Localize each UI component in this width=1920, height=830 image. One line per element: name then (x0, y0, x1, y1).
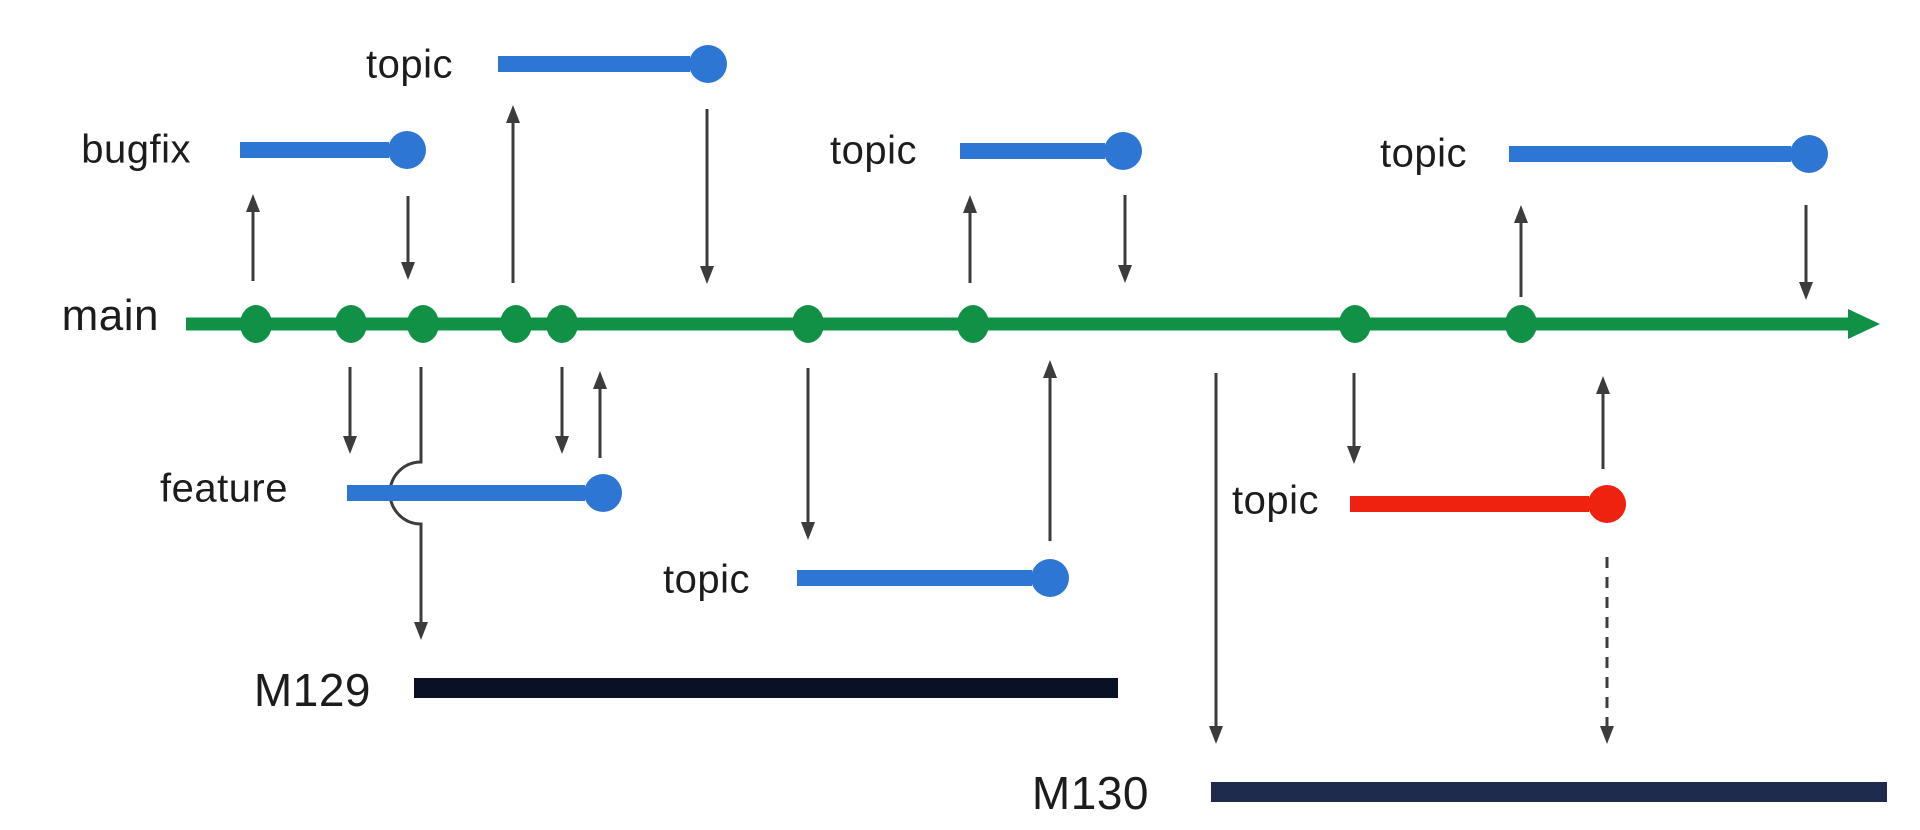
arrowhead-down-icon (1347, 446, 1361, 464)
feature-branch-label: feature (159, 466, 288, 511)
arrowhead-down-icon (555, 436, 569, 454)
release-bar-m130 (1211, 782, 1887, 802)
commit-dot (335, 305, 367, 343)
release-m130-label: M130 (1031, 767, 1149, 819)
commit-dot (407, 305, 439, 343)
branch-head-dot-topic-lower-middle (1031, 559, 1069, 597)
commit-dot (957, 305, 989, 343)
arrowhead-up-icon (1043, 360, 1057, 378)
topic-hotfix-branch-label: topic (1232, 478, 1319, 523)
topic-top-branch-label: topic (366, 42, 453, 87)
release-m129-label: M129 (253, 664, 371, 716)
release-bar-m129 (414, 678, 1118, 698)
commit-dot (792, 305, 824, 343)
topic-upper-middle-label: topic (830, 128, 917, 173)
arrowhead-down-icon (1118, 265, 1132, 283)
arrowhead-down-icon (343, 436, 357, 454)
arrowhead-up-icon (506, 105, 520, 123)
arrowhead-up-icon (246, 194, 260, 212)
arrowhead-down-icon (700, 266, 714, 284)
bugfix-branch-label: bugfix (81, 127, 191, 172)
branch-head-dot-feature (584, 474, 622, 512)
topic-upper-right-label: topic (1380, 131, 1467, 176)
arrowhead-down-icon (401, 262, 415, 280)
arrowhead-up-icon (1514, 205, 1528, 223)
arrowhead-down-icon (414, 622, 428, 640)
main-branch-label: main (61, 291, 159, 340)
arrowhead-up-icon (593, 371, 607, 389)
topic-lower-middle-label: topic (663, 557, 750, 602)
commit-dot (240, 305, 272, 343)
branch-head-dot-topic-upper-right (1790, 135, 1828, 173)
arrowhead-down-icon (1209, 726, 1223, 744)
branch-head-dot-topic-top (689, 45, 727, 83)
commit-dot (500, 305, 532, 343)
main-arrowhead-icon (1848, 309, 1880, 339)
branch-head-dot-bugfix (388, 131, 426, 169)
branch-head-dot-topic-upper-middle (1104, 132, 1142, 170)
arrowhead-down-icon (801, 522, 815, 540)
arrowhead-down-icon (1799, 282, 1813, 300)
commit-dot (1339, 305, 1371, 343)
arrowhead-up-icon (963, 195, 977, 213)
commit-dot (546, 305, 578, 343)
arrowhead-down-icon (1600, 726, 1614, 744)
arrowhead-up-icon (1596, 376, 1610, 394)
commit-dot (1505, 305, 1537, 343)
branch-head-dot-topic-hotfix (1588, 485, 1626, 523)
